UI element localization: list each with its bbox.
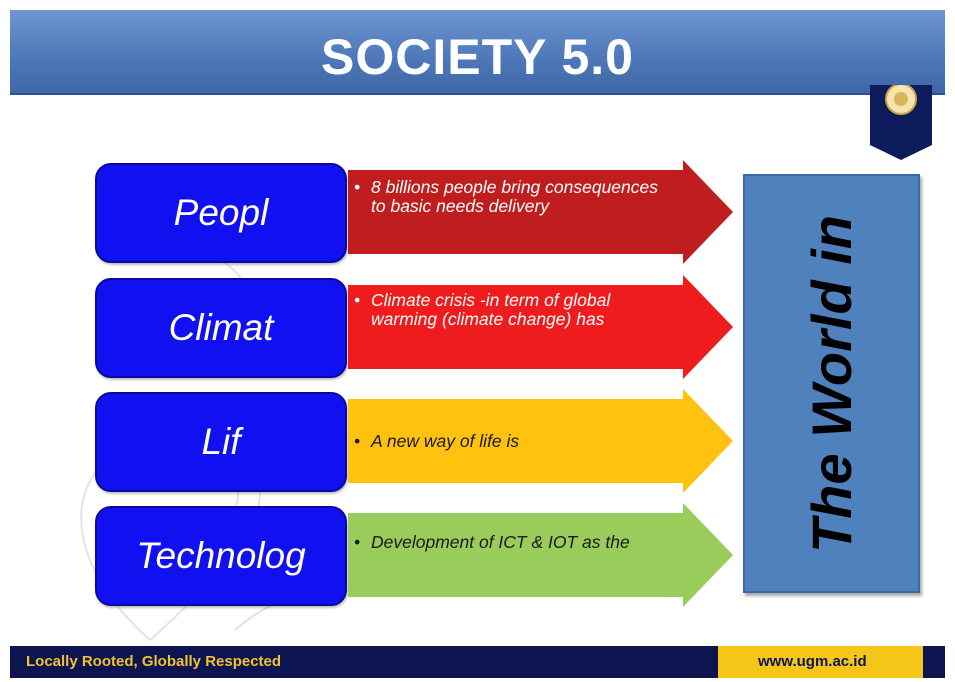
arrow-text: • 8 billions people bring consequences t… xyxy=(354,160,674,264)
arrow-description: 8 billions people bring consequences to … xyxy=(371,177,659,216)
ugm-emblem-icon xyxy=(870,85,932,160)
bullet: • xyxy=(354,532,361,552)
arrow-text: • Development of ICT & IOT as the xyxy=(354,503,674,607)
footer-url-panel: www.ugm.ac.id xyxy=(718,646,923,678)
bullet: • xyxy=(354,290,361,310)
category-label: Climat xyxy=(168,307,274,348)
category-label: Peopl xyxy=(173,192,269,233)
slide-title: SOCIETY 5.0 xyxy=(321,29,634,85)
category-label: Lif xyxy=(201,421,241,462)
category-box-climate: Climat xyxy=(95,278,347,378)
footer-bar: Locally Rooted, Globally Respected www.u… xyxy=(10,646,945,678)
arrow-shape xyxy=(348,503,733,607)
arrow-people: • 8 billions people bring consequences t… xyxy=(348,160,733,264)
arrow-technology: • Development of ICT & IOT as the xyxy=(348,503,733,607)
world-box-text: The World in xyxy=(799,214,863,553)
arrow-description: Climate crisis -in term of global warmin… xyxy=(371,290,611,329)
footer-url: www.ugm.ac.id xyxy=(758,653,867,670)
arrow-climate: • Climate crisis -in term of global warm… xyxy=(348,275,733,379)
bullet: • xyxy=(354,431,361,451)
arrow-text: • Climate crisis -in term of global warm… xyxy=(354,275,674,369)
category-box-people: Peopl xyxy=(95,163,347,263)
arrow-shape xyxy=(348,160,733,264)
category-box-life: Lif xyxy=(95,392,347,492)
arrow-text: • A new way of life is xyxy=(354,389,674,493)
arrow-shape xyxy=(348,275,733,379)
bullet: • xyxy=(354,177,361,197)
arrow-description: Development of ICT & IOT as the xyxy=(371,532,630,552)
header-bar: SOCIETY 5.0 xyxy=(10,10,945,95)
arrow-life: • A new way of life is xyxy=(348,389,733,493)
category-label: Technolog xyxy=(136,535,306,576)
category-box-technology: Technolog xyxy=(95,506,347,606)
arrow-description: A new way of life is xyxy=(371,431,520,451)
footer-tagline: Locally Rooted, Globally Respected xyxy=(26,653,282,670)
arrow-shape xyxy=(348,389,733,493)
world-box: The World in xyxy=(743,174,920,593)
